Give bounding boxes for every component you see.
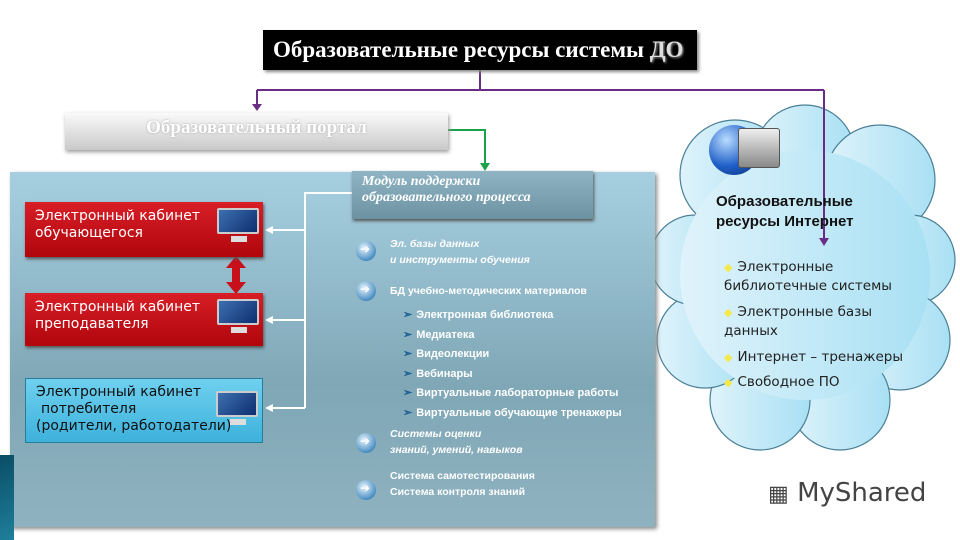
corner-decoration — [0, 455, 14, 540]
group-line: Система контроля знаний — [390, 486, 526, 498]
arrow-bullet-icon — [356, 433, 376, 453]
cabinet-consumer: Электронный кабинет потребителя (родител… — [25, 378, 263, 443]
subitem-list: ➢Электронная библиотека ➢Медиатека ➢Виде… — [403, 306, 622, 423]
portal-box: Образовательный портал — [65, 113, 448, 150]
arrow-bullet-icon — [356, 480, 376, 500]
subitem: ➢Вебинары — [403, 367, 473, 380]
internet-item: ◆Электронные библиотечные системы — [724, 259, 892, 294]
internet-item: ◆Интернет – тренажеры — [724, 349, 903, 365]
archive-icon — [738, 128, 780, 168]
cabinet-label: Электронный кабинет — [35, 299, 200, 315]
cabinet-teacher: Электронный кабинет преподавателя — [25, 293, 263, 346]
group-bd: БД учебно-методических материалов — [390, 285, 587, 297]
group-line: и инструменты обучения — [390, 254, 530, 266]
internet-item: ◆Свободное ПО — [724, 374, 840, 390]
subitem: ➢Виртуальные лабораторные работы — [403, 387, 619, 399]
computer-icon — [212, 389, 260, 429]
internet-item: ◆Электронные базы данных — [724, 304, 873, 339]
cabinet-label: Электронный кабинет — [36, 384, 201, 400]
subitem: ➢Виртуальные обучающие тренажеры — [403, 406, 622, 419]
arrow-bullet-icon — [356, 281, 376, 301]
group-line: Системы оценки — [390, 428, 482, 440]
title-suffix: ДО — [649, 37, 684, 62]
cabinet-label: обучающегося — [35, 225, 143, 241]
cabinet-label: Электронный кабинет — [35, 208, 200, 224]
subitem: ➢Медиатека — [403, 328, 475, 341]
module-title: Модуль поддержки образовательного процес… — [352, 171, 593, 219]
internet-cloud — [655, 104, 956, 451]
cabinet-student: Электронный кабинет обучающегося — [25, 202, 263, 257]
group-db: Эл. базы данных и инструменты обучения — [390, 236, 530, 268]
group-assessment: Системы оценки знаний, умений, навыков — [390, 426, 523, 458]
cabinet-label: (родители, работодатели) — [36, 418, 232, 434]
cabinet-label: преподавателя — [35, 316, 149, 332]
subitem: ➢Электронная библиотека — [403, 309, 554, 321]
double-arrow — [226, 256, 246, 294]
group-line: Система самотестирования — [390, 470, 535, 482]
title-text: Образовательные ресурсы системы — [273, 37, 644, 62]
watermark-logo: ▦ MyShared — [768, 478, 927, 508]
group-line: Эл. базы данных — [390, 238, 480, 250]
page-title: Образовательные ресурсы системы ДО — [263, 30, 697, 70]
cabinet-label: потребителя — [41, 401, 137, 417]
computer-icon — [213, 206, 261, 246]
panel-connectors — [226, 256, 246, 294]
subitem: ➢Видеолекции — [403, 348, 490, 360]
group-line: знаний, умений, навыков — [390, 444, 523, 456]
arrow-bullet-icon — [356, 241, 376, 261]
presentation-icon: ▦ — [768, 482, 789, 507]
computer-icon — [213, 297, 261, 337]
